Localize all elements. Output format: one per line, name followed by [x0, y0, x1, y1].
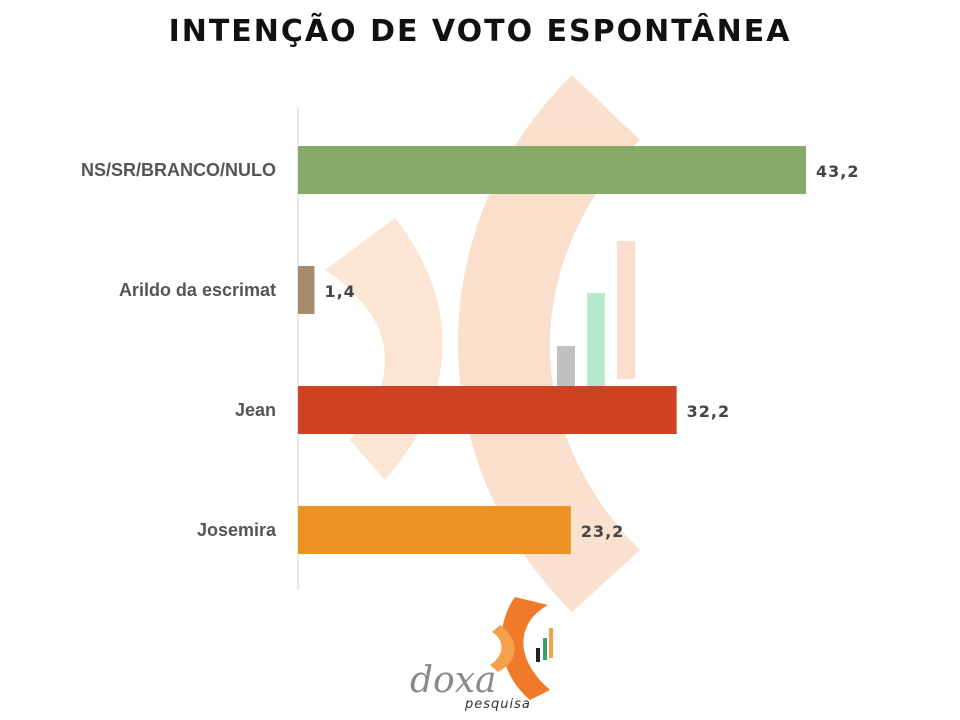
value-label-0: 43,2 — [816, 162, 859, 181]
value-label-2: 32,2 — [687, 402, 730, 421]
logo-wordmark: doxa — [410, 660, 496, 701]
category-label-2: Jean — [235, 400, 276, 420]
logo-bar-green — [543, 638, 547, 660]
bar-3 — [298, 506, 571, 554]
logo-subtitle: pesquisa — [464, 697, 531, 712]
watermark-bar-green — [587, 293, 605, 386]
category-label-1: Arildo da escrimat — [119, 280, 276, 300]
brand-logo: doxa pesquisa — [410, 597, 553, 712]
chart-title: INTENÇÃO DE VOTO ESPONTÂNEA — [168, 14, 792, 49]
logo-bar-orange — [549, 628, 553, 658]
category-label-3: Josemira — [197, 520, 277, 540]
logo-bar-black — [536, 648, 540, 662]
bar-2 — [298, 386, 677, 434]
value-label-1: 1,4 — [324, 282, 355, 301]
logo-arc-light — [490, 625, 515, 672]
watermark-bar-gray — [557, 346, 575, 386]
category-label-0: NS/SR/BRANCO/NULO — [81, 160, 276, 180]
value-label-3: 23,2 — [581, 522, 624, 541]
watermark-arc-large — [458, 75, 640, 612]
bar-0 — [298, 146, 806, 194]
watermark-bar-peach — [617, 241, 635, 379]
bar-1 — [298, 266, 315, 314]
watermark-arc-small — [325, 218, 443, 480]
logo-arc-orange — [501, 597, 550, 700]
